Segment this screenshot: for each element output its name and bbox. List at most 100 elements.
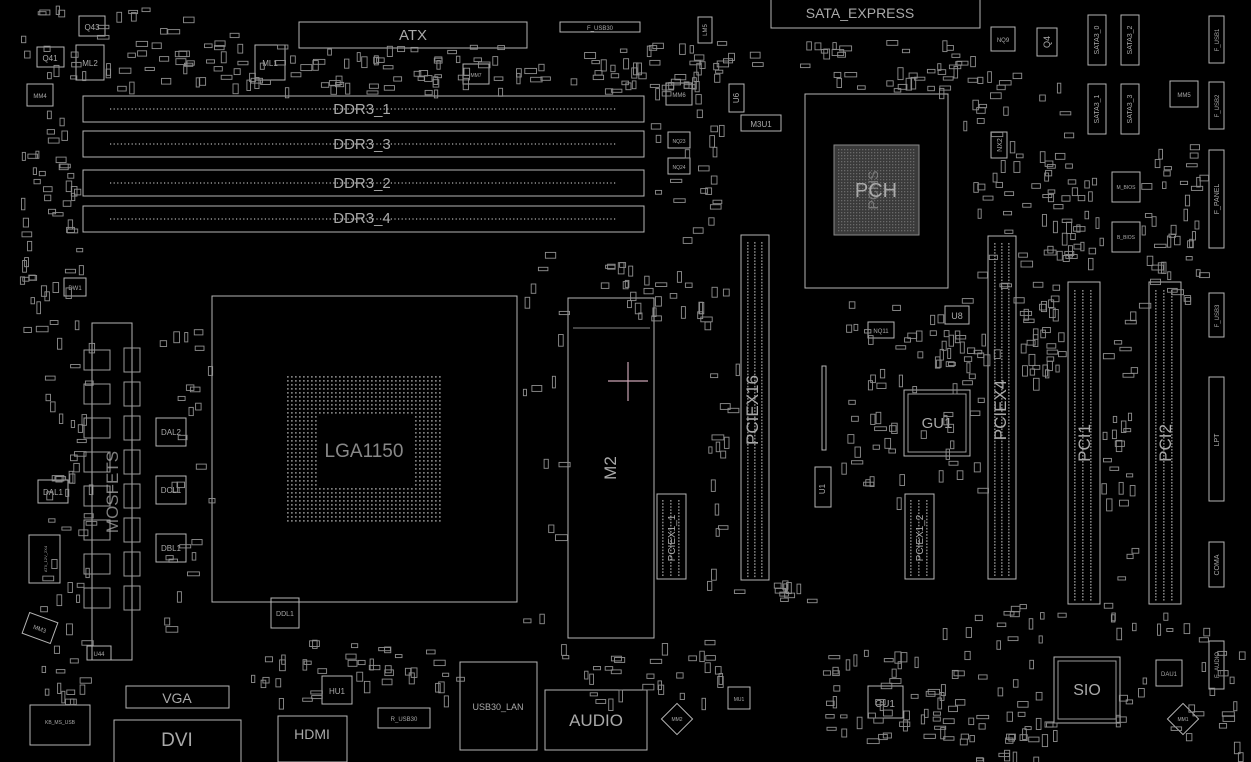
pci1-pins: [1074, 290, 1092, 601]
f-usb1-label: F_USB1: [1215, 28, 1221, 51]
dbl1-label: DBL1: [161, 544, 182, 553]
lpt-header: [1208, 376, 1225, 502]
b-bios-chip: [1111, 221, 1141, 253]
ml1-label: ML1: [262, 59, 278, 68]
sata3-0-connector: [1087, 14, 1107, 66]
u44-part: [86, 645, 112, 661]
r-usb30-label: R_USB30: [391, 717, 418, 723]
pciex16-pins: [747, 242, 763, 578]
dau1-chip: [1155, 659, 1183, 687]
mm3-label: MM3: [32, 625, 47, 635]
usb30-lan-label: USB30_LAN: [472, 702, 523, 712]
ddr3-3-slot: [82, 130, 645, 158]
f-usb1-header: [1208, 15, 1225, 64]
ddr3-2-slot: [82, 169, 645, 197]
mm7-label: MM7: [470, 73, 481, 79]
f-usb30-label: F_USB30: [587, 26, 614, 32]
coma-label: COMA: [1214, 554, 1221, 575]
ml2-label: ML2: [82, 59, 98, 68]
u6-label: U6: [732, 92, 741, 103]
pch-outline: [804, 93, 949, 289]
ddl1-part: [270, 597, 300, 629]
cu1-chip: [867, 685, 904, 719]
audio-connector: [544, 689, 648, 751]
nx2-label: NX2: [997, 138, 1004, 152]
hu1-label: HU1: [329, 687, 346, 696]
pciex1-1-label: PCIEX1_1: [667, 514, 678, 561]
q43-label: Q43: [84, 23, 100, 32]
lm5-part: [697, 16, 713, 44]
m-bios-label: M_BIOS: [1117, 185, 1137, 191]
gu1-inner: [907, 393, 967, 453]
u8-label: U8: [951, 311, 963, 321]
pci1-slot: [1067, 281, 1101, 605]
u8-part: [944, 305, 970, 325]
small-components: [19, 5, 1246, 762]
pciex4-slot: [987, 235, 1017, 580]
sio-chip: [1053, 656, 1121, 724]
audio-label: AUDIO: [569, 711, 623, 730]
sata3-2-connector: [1120, 14, 1140, 66]
usb30-lan-connector: [459, 661, 538, 751]
gu1-chip: [903, 389, 971, 457]
dw1-part: [63, 277, 87, 297]
sio-label: SIO: [1073, 682, 1101, 699]
dau1-label: DAU1: [1161, 672, 1178, 678]
dvi-connector: [113, 719, 242, 762]
f-panel-header: [1208, 149, 1225, 249]
sata3-1-label: SATA3_1: [1094, 94, 1101, 123]
vga-label: VGA: [162, 690, 192, 706]
sata3-1-connector: [1087, 83, 1107, 135]
u1-label: U1: [818, 483, 827, 494]
ddr3-1-label: DDR3_1: [333, 101, 391, 118]
sata3-3-label: SATA3_3: [1127, 94, 1134, 123]
mm6-label: MM6: [672, 93, 686, 99]
q4-part: [1036, 27, 1058, 57]
nq9-label: NQ9: [997, 38, 1010, 44]
sata3-0-label: SATA3_0: [1094, 25, 1101, 54]
kb-ms-usb-label: KB_MS_USB: [45, 720, 76, 726]
vga-connector: [125, 685, 230, 709]
pciex16-label: PCIEX16: [743, 375, 762, 445]
f-audio-label: F_AUDIO: [1215, 652, 1221, 678]
lga1150-center-cavity: [319, 414, 411, 486]
ddl1-label: DDL1: [276, 611, 294, 618]
dcl1-part: [155, 475, 187, 505]
lm5-label: LM5: [703, 24, 709, 36]
mm3-part: [21, 611, 59, 645]
dal1-part: [37, 479, 69, 504]
mm5-part: [1169, 80, 1199, 108]
f-audio-header: [1208, 640, 1225, 690]
m3u1-part: [740, 114, 782, 132]
mm4-left-part: [26, 83, 54, 107]
u1-part: [814, 466, 832, 508]
pci2-slot: [1148, 281, 1182, 605]
pciex4-pins: [994, 243, 1010, 576]
nq11-label: NQ11: [873, 329, 889, 335]
mm2-part: [660, 702, 694, 736]
mm2-label: MM2: [671, 717, 682, 723]
mu1-label: MU1: [734, 697, 745, 703]
pci1-label: PCI1: [1075, 424, 1094, 462]
pchs-label: PCHS: [865, 171, 881, 210]
ddr3-2-label: DDR3_2: [333, 175, 391, 192]
hdmi-connector: [277, 715, 348, 762]
pciex16-slot: [740, 234, 770, 581]
atx-connector: [298, 21, 528, 49]
nq23-label: NQ23: [672, 139, 685, 145]
lga1150-pin-grid: [287, 376, 441, 522]
f-usb3-header: [1208, 292, 1225, 338]
mosfet-pads: [83, 347, 141, 611]
atx-12v-connector: [28, 534, 61, 584]
ddr3-3-label: DDR3_3: [333, 136, 391, 153]
mu1-part: [727, 686, 751, 710]
dcl1-label: DCL1: [161, 486, 182, 495]
pciex4-label: PCIEX4: [991, 380, 1010, 440]
sata3-3-connector: [1120, 83, 1140, 135]
dal2-label: DAL2: [161, 428, 182, 437]
mosfets-label: MOSFETS: [103, 451, 122, 533]
pci2-pins: [1155, 290, 1173, 601]
atx-12v-label: ATX_12V_2X4: [43, 545, 48, 572]
